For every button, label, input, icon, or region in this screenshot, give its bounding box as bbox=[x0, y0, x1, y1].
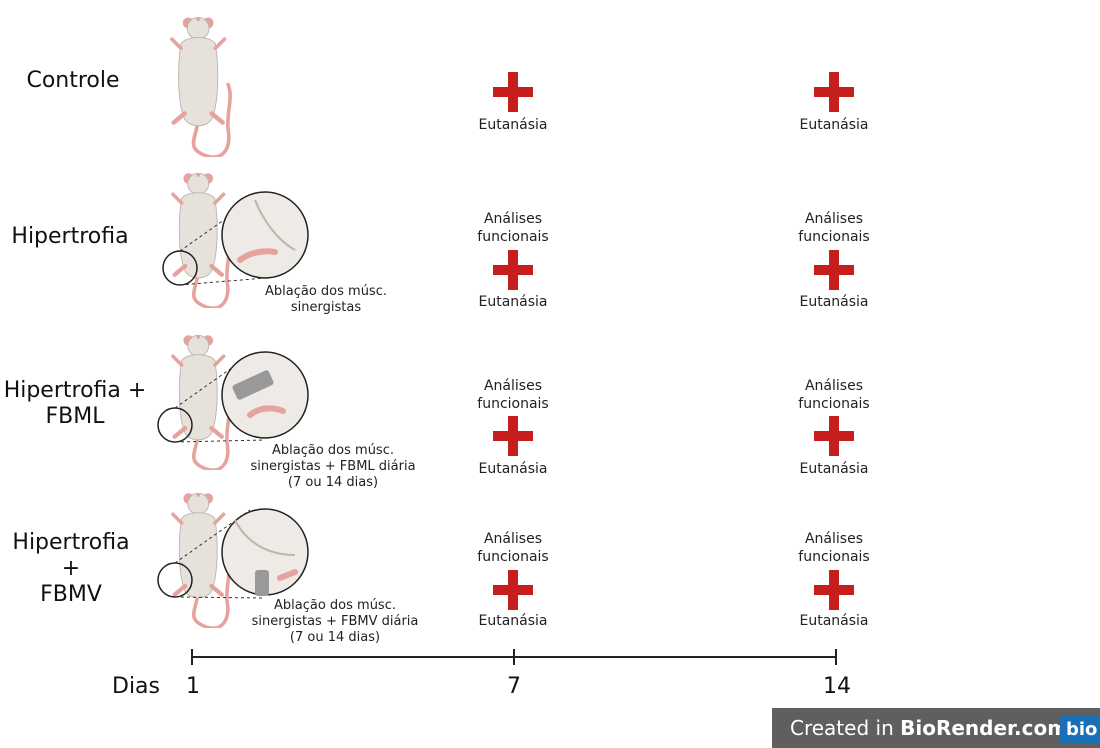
procedure-label: Ablação dos músc. sinergistas + FBML diá… bbox=[238, 443, 428, 491]
biorender-watermark[interactable]: Created in BioRender.com bio bbox=[772, 708, 1100, 748]
timeline-tick-label: 7 bbox=[507, 674, 521, 699]
rat-icon bbox=[160, 12, 240, 157]
red-cross-icon bbox=[814, 72, 854, 112]
red-cross-icon bbox=[493, 416, 533, 456]
analysis-label: Análises funcionais bbox=[453, 530, 573, 566]
magnifier-icon bbox=[155, 180, 325, 300]
analysis-label: Análises funcionais bbox=[453, 210, 573, 246]
timeline-axis-label: Dias bbox=[112, 674, 160, 699]
timeline-axis bbox=[180, 645, 860, 669]
timeline-tick-label: 1 bbox=[186, 674, 200, 699]
euthanasia-label: Eutanásia bbox=[453, 612, 573, 630]
group-label-hypertrophy-fbmv: Hipertrofia + FBMV bbox=[0, 530, 142, 608]
group-label-control: Controle bbox=[18, 68, 128, 94]
analysis-label: Análises funcionais bbox=[774, 377, 894, 413]
group-label-hypertrophy: Hipertrofia bbox=[10, 224, 130, 250]
red-cross-icon bbox=[493, 72, 533, 112]
euthanasia-label: Eutanásia bbox=[774, 116, 894, 134]
analysis-label: Análises funcionais bbox=[774, 210, 894, 246]
procedure-label: Ablação dos músc. sinergistas bbox=[246, 284, 406, 316]
red-cross-icon bbox=[814, 416, 854, 456]
timeline-tick-label: 14 bbox=[823, 674, 851, 699]
euthanasia-label: Eutanásia bbox=[774, 293, 894, 311]
red-cross-icon bbox=[814, 570, 854, 610]
euthanasia-label: Eutanásia bbox=[774, 612, 894, 630]
procedure-label: Ablação dos músc. sinergistas + FBMV diá… bbox=[240, 598, 430, 646]
red-cross-icon bbox=[493, 250, 533, 290]
analysis-label: Análises funcionais bbox=[453, 377, 573, 413]
euthanasia-label: Eutanásia bbox=[774, 460, 894, 478]
watermark-prefix: Created in bbox=[790, 716, 900, 740]
watermark-brand: BioRender.com bbox=[900, 716, 1068, 740]
euthanasia-label: Eutanásia bbox=[453, 293, 573, 311]
red-cross-icon bbox=[814, 250, 854, 290]
red-cross-icon bbox=[493, 570, 533, 610]
euthanasia-label: Eutanásia bbox=[453, 460, 573, 478]
group-label-hypertrophy-fbml: Hipertrofia + FBML bbox=[0, 378, 150, 430]
euthanasia-label: Eutanásia bbox=[453, 116, 573, 134]
analysis-label: Análises funcionais bbox=[774, 530, 894, 566]
